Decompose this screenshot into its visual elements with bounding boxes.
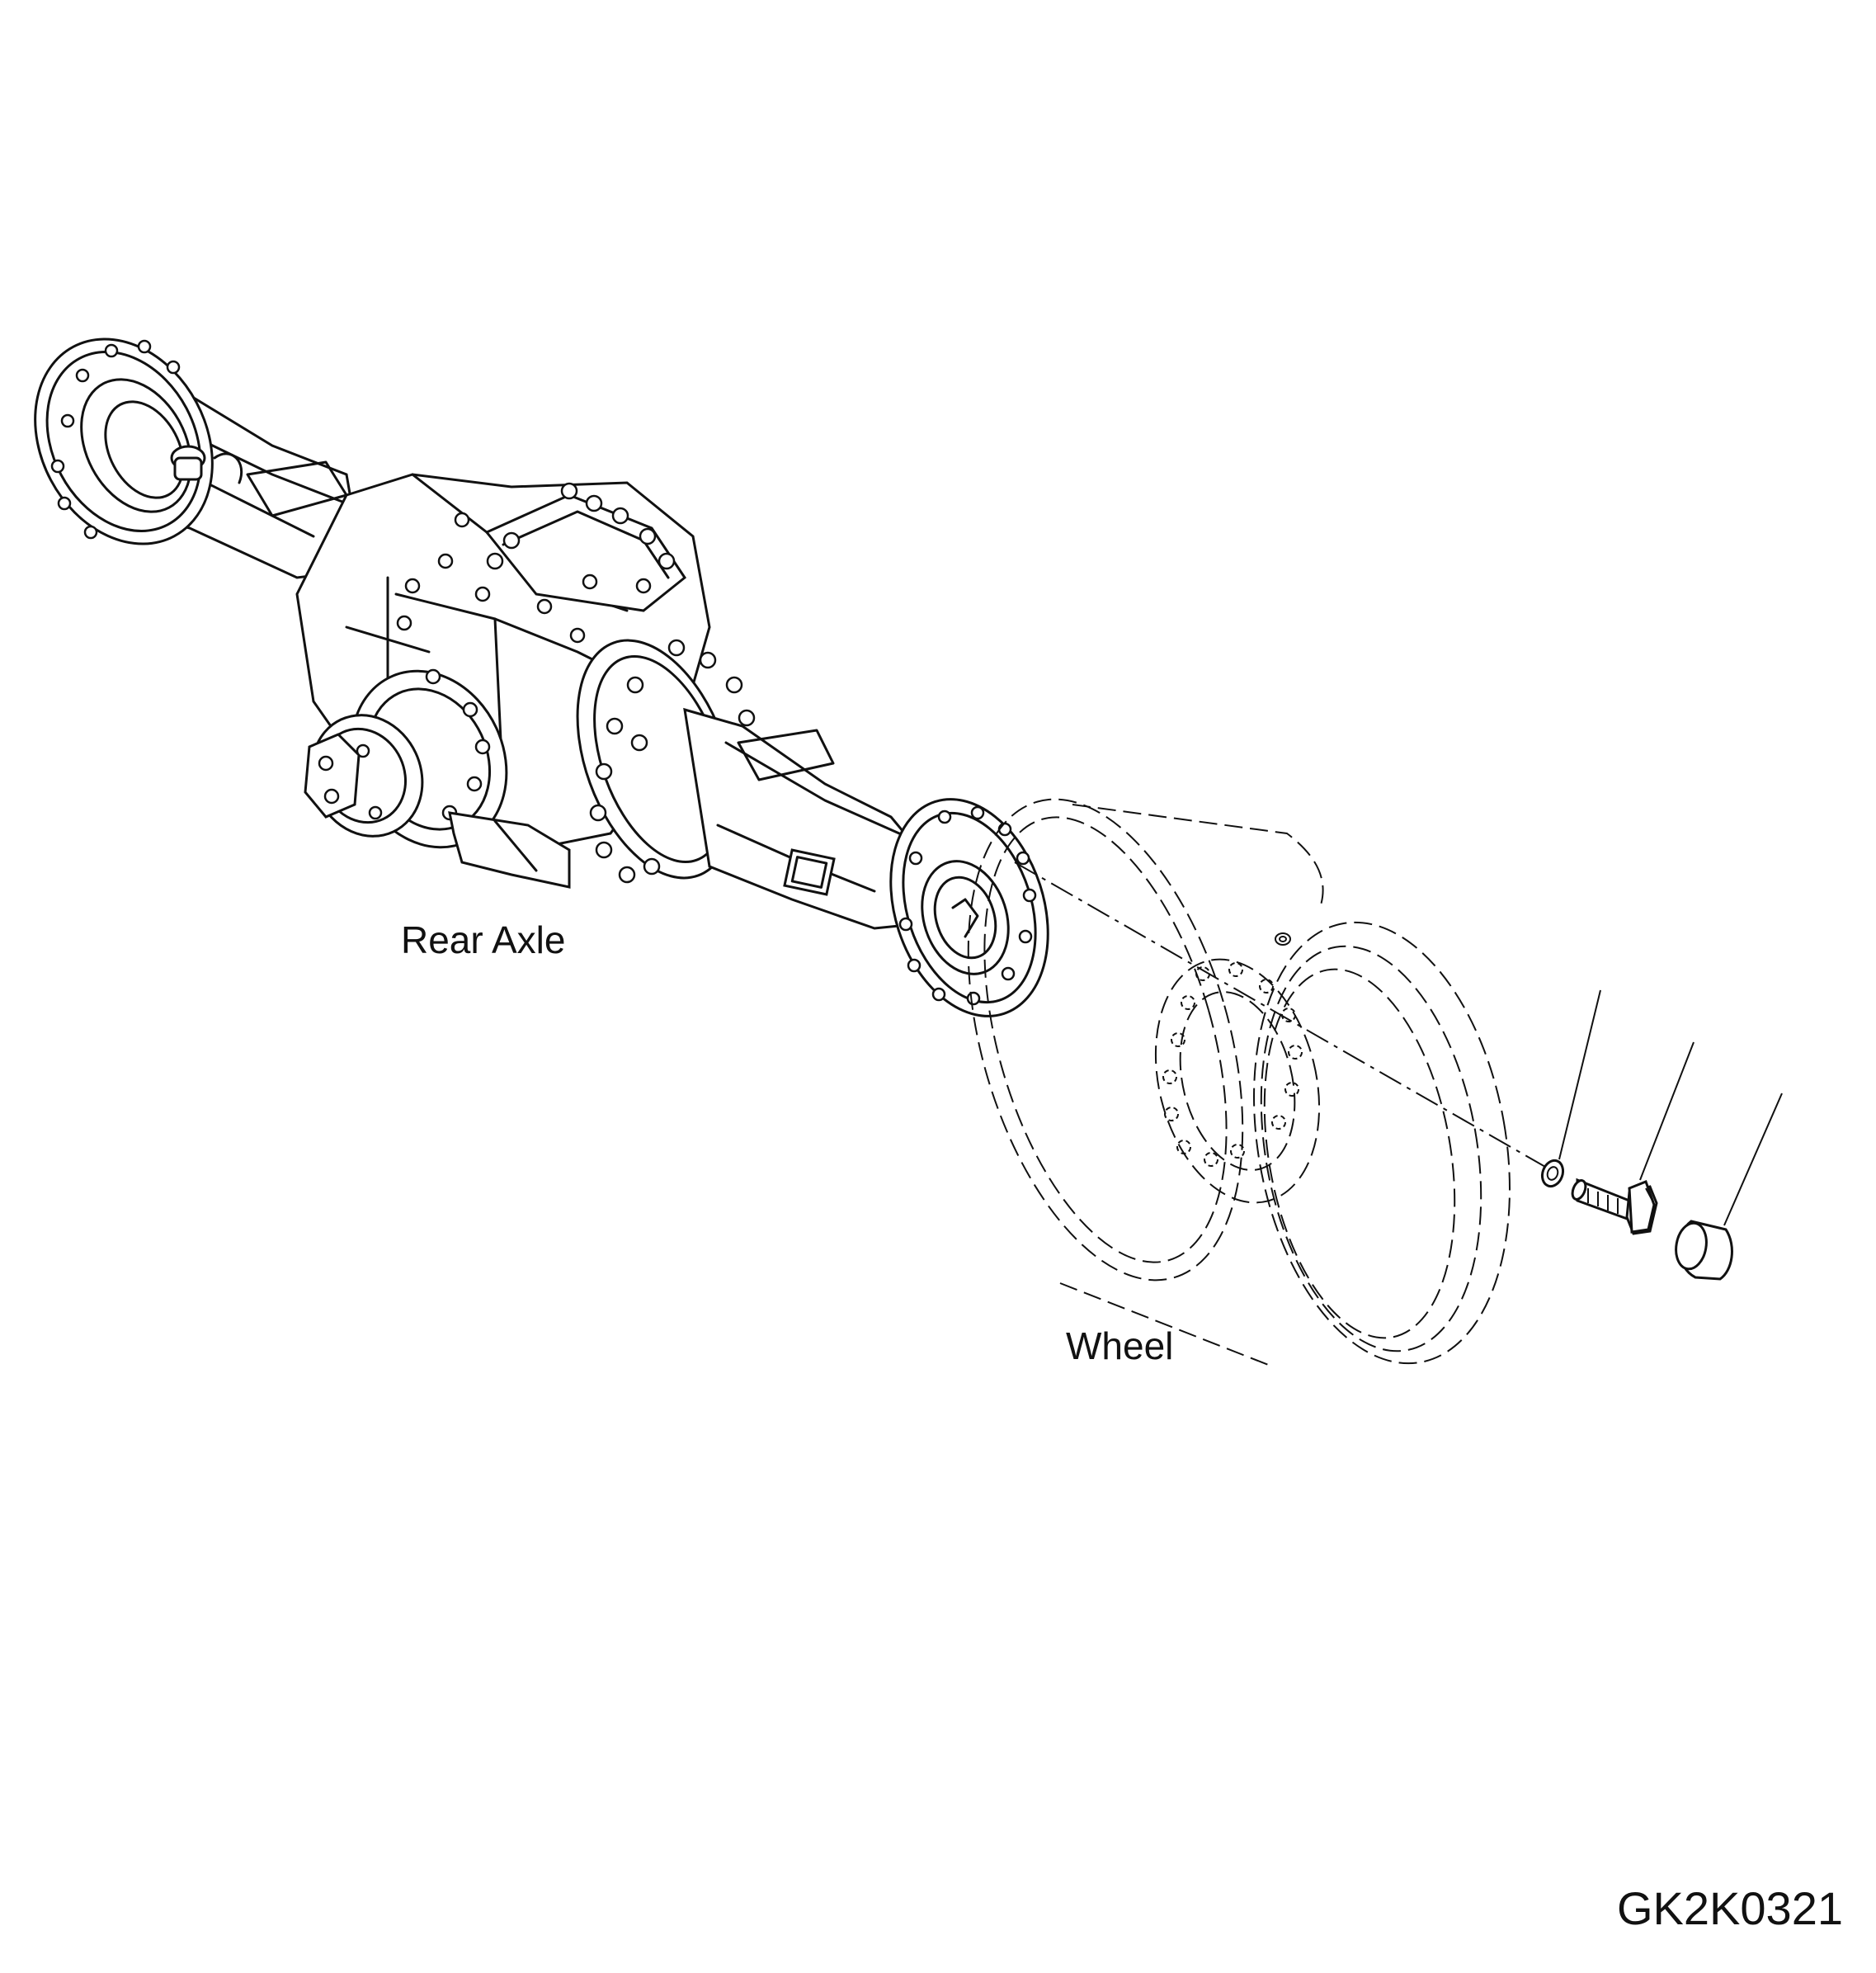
wheel-rim (967, 798, 1511, 1366)
mounting-bracket (448, 811, 571, 889)
right-flange-bolt-holes (898, 805, 1037, 1006)
assembly-centerline (1014, 861, 1552, 1171)
left-flange-bolt-holes (50, 339, 181, 540)
wheel-nut-cap (1675, 1093, 1783, 1281)
wheel-nut-bolt (1571, 1041, 1695, 1235)
rear-axle-assembly (34, 337, 1049, 1017)
washer (1540, 989, 1601, 1188)
pinion-input-yoke (304, 668, 508, 849)
left-hub-flange (34, 337, 214, 545)
bell-flange-bolts (589, 639, 756, 884)
breather-plug (170, 445, 206, 481)
wheel-label: Wheel (1066, 1324, 1174, 1367)
valve-stem-hole (1275, 932, 1291, 946)
drawing-code-label: GK2K0321 (1617, 1882, 1843, 1934)
right-hub-flange (889, 798, 1049, 1017)
rear-axle-label: Rear Axle (401, 918, 566, 961)
right-housing-bell (576, 639, 756, 884)
